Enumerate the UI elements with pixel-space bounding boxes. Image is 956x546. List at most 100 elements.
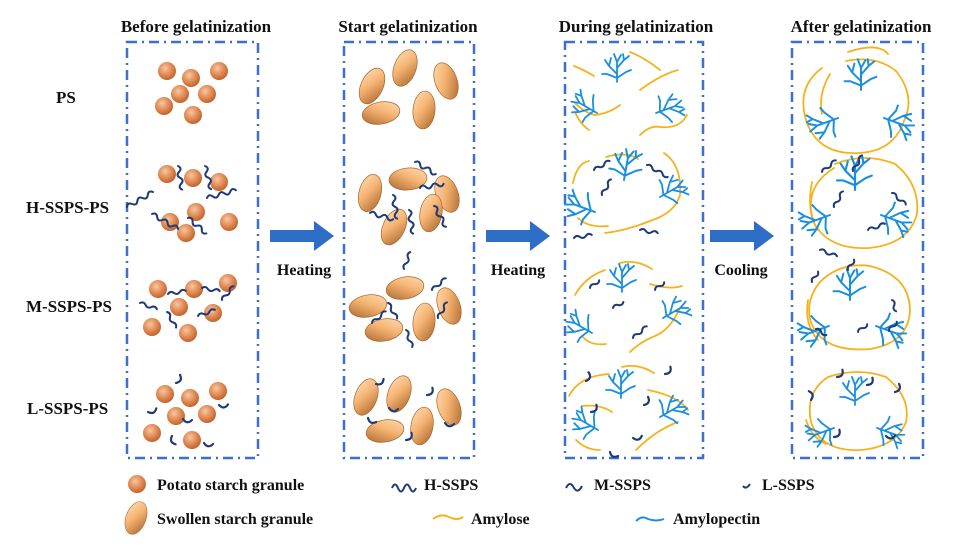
m-ssps-chain [654,281,666,291]
m-ssps-chain [431,277,447,291]
amylopectin-cluster [797,204,831,237]
amylose-chain [581,404,613,413]
l-ssps-chain [631,434,643,441]
m-ssps-chain [857,323,869,333]
starch-granule [170,298,188,316]
transition-label-heating-2: Heating [491,262,545,279]
starch-granule [155,97,173,115]
amylopectin-cluster [832,268,867,301]
starch-granule [198,405,216,423]
swollen-granule [380,208,408,246]
starch-granule [185,280,203,298]
amylopectin-cluster [655,93,686,123]
amylopectin-cluster [839,376,870,406]
starch-granule [187,203,205,221]
amylopectin-cluster [606,263,637,293]
h-ssps-chain [187,216,208,235]
stage-title-before: Before gelatinization [121,17,272,36]
m-ssps-chain [887,320,898,332]
amylose-chain [820,73,831,115]
legend-l-ssps-icon [742,483,751,489]
m-ssps-chain [402,251,412,270]
starch-granule [158,165,176,183]
amylose-chain [808,371,908,451]
starch-granule [167,407,185,425]
starch-granule [184,106,202,124]
l-ssps-chain [169,434,177,446]
starch-granule [210,173,228,191]
amylopectin-cluster [658,174,690,205]
amylose-chain [581,335,607,346]
amylose-chain [629,51,661,71]
m-ssps-chain [436,301,448,319]
swollen-granule [385,276,425,300]
starch-granule [181,389,199,407]
l-ssps-chain [835,368,844,379]
l-ssps-chain [884,434,897,440]
legend: Potato starch granule H-SSPS M-SSPS L-SS… [124,475,815,535]
amylose-chain [574,111,590,131]
amylopectin-cluster [804,418,835,448]
amylose-chain [639,114,688,136]
amylose-chain [635,421,679,451]
h-ssps-chain [414,160,437,176]
legend-swollen-granule-icon [124,501,148,535]
m-ssps-chain [405,329,414,348]
starch-granule [171,85,189,103]
l-ssps-chain [443,421,456,428]
m-ssps-chain [371,310,387,324]
l-ssps-chain [202,441,215,448]
m-ssps-chain [815,327,828,337]
swollen-granule [436,388,462,426]
m-ssps-chain [167,288,187,295]
h-ssps-chain [391,194,399,220]
l-ssps-chain [832,428,841,439]
amylose-chain [649,283,683,289]
starch-granule [158,62,176,80]
legend-label-m-ssps: M-SSPS [594,477,651,494]
l-ssps-chain [584,371,592,383]
starch-granule [204,304,222,322]
starch-granule [198,85,216,103]
sample-label-h-ssps-ps: H-SSPS-PS [26,198,109,217]
stage-title-during: During gelatinization [559,17,714,36]
amylopectin-cluster [805,107,839,140]
legend-m-ssps-icon [565,483,583,492]
starch-granule [182,69,200,87]
legend-label-amylose: Amylose [471,511,530,528]
h-ssps-chain [573,232,593,239]
h-ssps-chain [176,165,184,191]
amylose-chain [802,58,910,154]
l-ssps-chain [366,416,378,424]
m-ssps-chain [891,299,898,313]
h-ssps-chain [646,163,669,179]
legend-potato-granule-icon [128,475,146,493]
starch-granule [143,424,161,442]
h-ssps-chain [891,191,907,206]
amylopectin-cluster [601,53,632,83]
arrow-cooling [710,221,774,251]
h-ssps-chain [151,212,179,230]
starch-granule [220,213,238,231]
h-ssps-chain [369,210,395,222]
legend-label-amylopectin: Amylopectin [673,511,760,528]
l-ssps-chain [893,382,901,394]
amylose-chain [847,46,889,55]
swollen-granule [388,167,428,191]
amylose-chain [574,269,606,296]
l-ssps-chain [642,395,650,407]
swollen-granule [412,302,436,342]
amylopectin-cluster [571,405,599,440]
h-ssps-chain [851,154,863,172]
l-ssps-chain [181,417,194,424]
m-ssps-chain [197,308,216,317]
l-ssps-chain [663,365,672,376]
swollen-granule [392,49,418,87]
m-ssps-chain [589,279,601,289]
swollen-granule [412,90,436,130]
l-ssps-chain [425,386,434,397]
amylose-chain [621,364,655,374]
m-ssps-chain [632,325,648,339]
starch-granule [149,280,167,298]
swollen-granule [365,419,405,443]
